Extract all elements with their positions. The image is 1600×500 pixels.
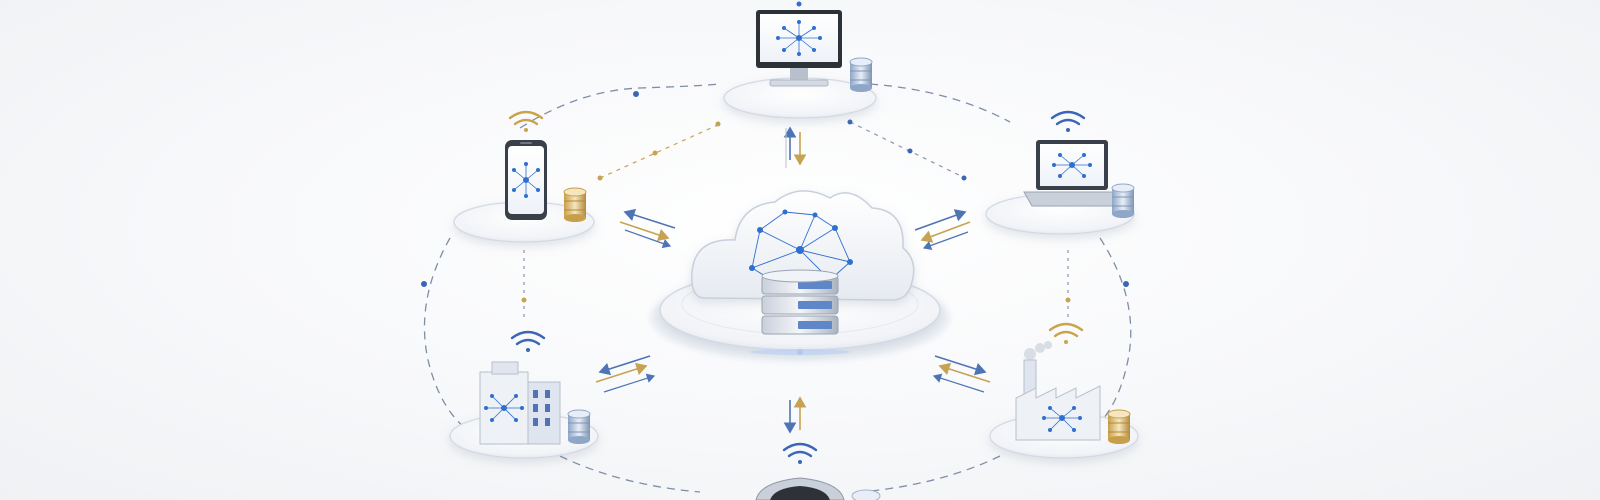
smartphone-node xyxy=(453,110,595,243)
laptop-node xyxy=(985,110,1135,235)
smartphone-icon xyxy=(505,140,547,220)
inner-connectors xyxy=(521,119,1071,320)
arrow-desktop-link xyxy=(783,126,807,168)
database-icon xyxy=(1111,183,1135,218)
arrow-bottom-device-link xyxy=(783,396,807,434)
database-icon xyxy=(1107,409,1131,444)
arrow-laptop-link xyxy=(914,209,971,251)
wifi-icon xyxy=(508,110,544,132)
factory-icon xyxy=(1015,359,1101,441)
device-icon xyxy=(755,477,881,500)
database-icon xyxy=(849,57,873,92)
database-icon xyxy=(563,187,587,222)
arrow-office-link xyxy=(595,355,656,393)
factory-node xyxy=(989,322,1139,459)
wifi-icon xyxy=(782,442,818,464)
arrow-factory-link xyxy=(932,355,991,393)
wifi-icon xyxy=(1050,110,1086,132)
server-stack-icon xyxy=(761,269,839,335)
desktop-node xyxy=(723,1,877,119)
database-icon xyxy=(567,409,591,444)
cloud-server-node xyxy=(650,190,950,362)
cloud-icon xyxy=(691,190,915,301)
wifi-icon xyxy=(510,330,546,352)
office-building-node xyxy=(449,330,599,459)
smoke-icon xyxy=(1024,341,1052,360)
wifi-icon xyxy=(1048,322,1084,344)
office-building-icon xyxy=(479,361,561,445)
outer-dashed-ring xyxy=(421,83,1132,493)
link-arrows xyxy=(595,126,991,434)
bottom-device-node xyxy=(755,442,881,500)
laptop-icon xyxy=(1023,140,1121,207)
desktop-monitor-icon xyxy=(756,1,842,87)
arrow-smartphone-link xyxy=(619,208,676,249)
